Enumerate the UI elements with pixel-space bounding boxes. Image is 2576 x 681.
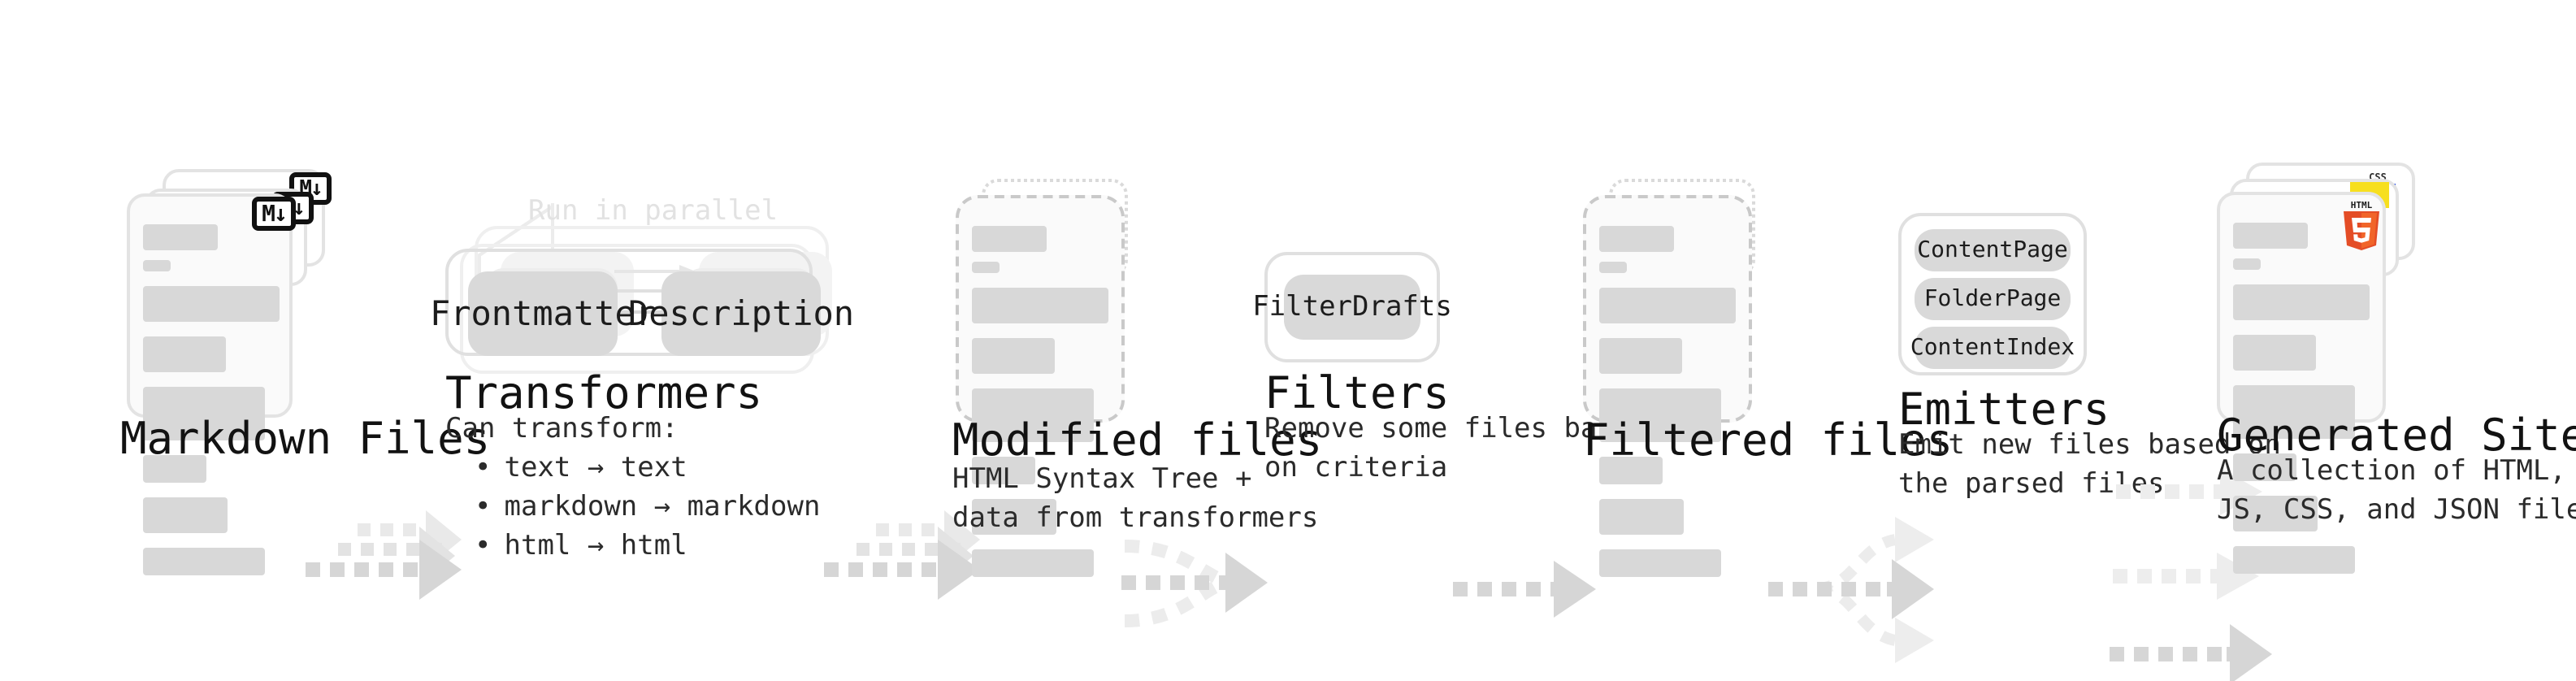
content-bar xyxy=(2233,496,2318,531)
markdown-file-content-lines xyxy=(143,224,280,590)
content-bar xyxy=(2233,284,2370,320)
content-bar xyxy=(972,499,1056,535)
content-bar xyxy=(1599,388,1721,442)
markdown-badge-front: M↓ xyxy=(252,197,296,231)
content-bar xyxy=(1599,457,1663,484)
content-bar xyxy=(1599,226,1674,252)
content-bar xyxy=(972,226,1047,252)
content-bar xyxy=(2233,335,2316,371)
chip-contentindex[interactable]: ContentIndex xyxy=(1910,327,2075,369)
content-bar xyxy=(143,548,265,575)
run-in-parallel-label: Run in parallel xyxy=(528,195,778,228)
content-bar xyxy=(972,288,1108,323)
modified-file-content-lines xyxy=(972,226,1108,592)
content-bar xyxy=(2233,258,2261,270)
content-bar xyxy=(2233,546,2355,574)
content-bar xyxy=(972,262,1000,273)
stage-markdown-files: M↓ M↓ M↓ Markdown Files xyxy=(0,0,650,681)
transformers-bullet-list: text → text markdown → markdown html → h… xyxy=(445,449,821,566)
content-bar xyxy=(1599,288,1736,323)
filtered-file-content-lines xyxy=(1599,226,1736,592)
stage-generated-site: CSS HTML Generated Site A collection of … xyxy=(2210,0,2576,681)
stage-title-filters: Filters xyxy=(1264,369,1450,419)
stage-title-emitters: Emitters xyxy=(1898,385,2110,436)
svg-text:HTML: HTML xyxy=(2351,200,2373,210)
content-bar xyxy=(143,336,226,372)
chip-description[interactable]: Description xyxy=(628,271,854,356)
markdown-badge-text: M↓ xyxy=(262,201,288,227)
content-bar xyxy=(143,497,228,533)
stage-modified-files: Modified files HTML Syntax Tree + data f… xyxy=(943,0,1430,681)
stage-title-filtered-files: Filtered files xyxy=(1583,416,1954,466)
stage-title-generated-site: Generated Site xyxy=(2217,411,2576,462)
stage-filtered-files: Filtered files xyxy=(1560,0,2048,681)
chip-contentpage[interactable]: ContentPage xyxy=(1915,229,2071,271)
content-bar xyxy=(1599,549,1721,577)
arrow-transformers-to-modified xyxy=(824,510,980,600)
arrow-filters-to-filtered xyxy=(1453,561,1596,618)
stage-title-markdown-files: Markdown Files xyxy=(120,414,491,465)
content-bar xyxy=(2233,453,2296,481)
list-item: markdown → markdown xyxy=(475,488,821,527)
content-bar xyxy=(972,549,1094,577)
list-item: text → text xyxy=(475,449,820,488)
content-bar xyxy=(972,457,1035,484)
generated-site-subtitle: A collection of HTML, JS, CSS, and JSON … xyxy=(2217,455,2576,527)
content-bar xyxy=(1599,499,1684,535)
content-bar xyxy=(2233,385,2355,439)
transformers-subtitle: Can transform: xyxy=(445,413,679,445)
stage-title-modified-files: Modified files xyxy=(952,416,1323,466)
chip-filterdrafts[interactable]: FilterDrafts xyxy=(1252,275,1452,340)
chip-frontmatter[interactable]: Frontmatter xyxy=(430,271,656,356)
arrow-emitters-to-site xyxy=(2110,468,2272,681)
content-bar xyxy=(972,338,1055,374)
list-item: html → html xyxy=(475,527,820,566)
arrow-markdown-to-transformers xyxy=(306,510,462,600)
content-bar xyxy=(143,286,280,322)
stage-title-transformers: Transformers xyxy=(445,369,763,419)
content-bar xyxy=(1599,338,1682,374)
content-bar xyxy=(1599,262,1627,273)
content-bar xyxy=(972,388,1094,442)
arrow-modified-to-filters xyxy=(1121,540,1268,627)
content-bar xyxy=(143,260,171,271)
arrow-filtered-to-emitters xyxy=(1768,517,1934,663)
chip-folderpage[interactable]: FolderPage xyxy=(1915,278,2071,320)
modified-files-subtitle: HTML Syntax Tree + data from transformer… xyxy=(952,463,1319,535)
site-file-content-lines xyxy=(2233,223,2370,588)
content-bar xyxy=(2233,223,2308,249)
content-bar xyxy=(143,455,206,483)
content-bar xyxy=(143,387,265,440)
stage-filters: FilterDrafts Filters Remove some files b… xyxy=(1251,0,1723,681)
stage-transformers: Run in parallel Frontmatter xyxy=(430,0,975,681)
html5-badge: HTML xyxy=(2344,200,2379,250)
content-bar xyxy=(143,224,218,250)
